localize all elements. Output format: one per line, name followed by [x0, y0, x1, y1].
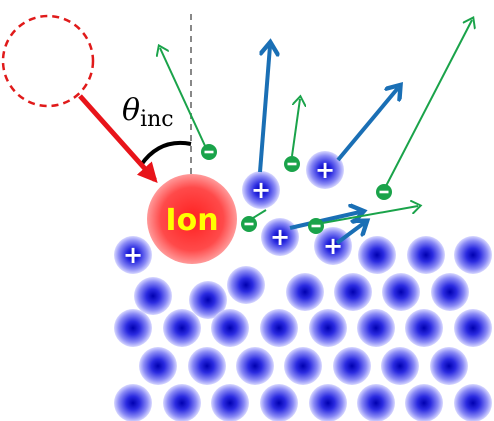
blue-arrow: [335, 223, 364, 245]
surface-atom: [139, 347, 177, 385]
sputtered-ion-arrows: [258, 46, 398, 245]
surface-atom: [405, 384, 443, 421]
positive-ion: +: [242, 171, 280, 209]
surface-atom: [431, 273, 469, 311]
surface-atom: [454, 309, 492, 347]
surface-atom: [407, 236, 445, 274]
surface-atom: [227, 266, 265, 304]
minus-sign: [204, 150, 214, 154]
surface-atom: [286, 273, 324, 311]
blue-arrow: [289, 212, 360, 230]
plus-sign: +: [251, 176, 271, 204]
surface-atom: [309, 309, 347, 347]
electron: [201, 144, 217, 160]
surface-atom: [333, 347, 371, 385]
electron: [241, 216, 257, 232]
surface-atom: [358, 236, 396, 274]
green-arrow: [252, 209, 267, 219]
surface-atom: [236, 347, 274, 385]
positive-ion: +: [261, 218, 299, 256]
plus-sign: +: [270, 223, 290, 251]
surface-atom: [114, 384, 152, 421]
surface-atom: [163, 309, 201, 347]
surface-atom: [163, 384, 201, 421]
surface-atom: [357, 309, 395, 347]
initial-ion-position-circle: [1, 14, 95, 108]
plus-sign: +: [315, 156, 335, 184]
minus-sign: [244, 222, 254, 226]
incident-ion: Ion: [147, 174, 237, 264]
theta-label: θinc: [122, 93, 174, 132]
surface-atom: [260, 309, 298, 347]
positive-ion: +: [306, 151, 344, 189]
green-arrow: [385, 20, 472, 187]
sputtered-positive-ions: + + + + +: [114, 151, 352, 274]
surface-atom: [309, 384, 347, 421]
green-arrow: [160, 48, 207, 149]
plus-sign: +: [123, 241, 143, 269]
ion-label: Ion: [165, 203, 218, 238]
surface-atom: [405, 309, 443, 347]
surface-lattice: [114, 236, 492, 421]
surface-atom: [357, 384, 395, 421]
secondary-electron-arrows: [160, 20, 472, 225]
minus-sign: [311, 224, 321, 228]
plus-sign: +: [323, 232, 343, 260]
surface-atom: [211, 309, 249, 347]
surface-atom: [334, 273, 372, 311]
surface-atom: [260, 384, 298, 421]
electron: [308, 218, 324, 234]
surface-atom: [382, 273, 420, 311]
surface-atom: [430, 347, 468, 385]
green-arrow: [291, 99, 300, 157]
surface-atom: [114, 309, 152, 347]
surface-atom: [134, 277, 172, 315]
electron: [284, 156, 300, 172]
minus-sign: [287, 162, 297, 166]
theta-subscript: inc: [140, 107, 174, 132]
surface-atom: [211, 384, 249, 421]
secondary-electrons: [201, 144, 392, 234]
green-arrow: [316, 206, 418, 225]
surface-atom: [189, 281, 227, 319]
incident-ion-arrow: [78, 94, 158, 183]
surface-atom: [381, 347, 419, 385]
electron: [376, 184, 392, 200]
surface-atom: [454, 236, 492, 274]
incidence-angle-arc: [139, 141, 192, 167]
surface-atom: [454, 384, 492, 421]
positive-ion: +: [114, 236, 152, 274]
blue-arrow: [336, 88, 398, 162]
surface-atom: [284, 347, 322, 385]
surface-atom: [188, 347, 226, 385]
minus-sign: [379, 190, 389, 194]
blue-arrow: [258, 46, 270, 173]
